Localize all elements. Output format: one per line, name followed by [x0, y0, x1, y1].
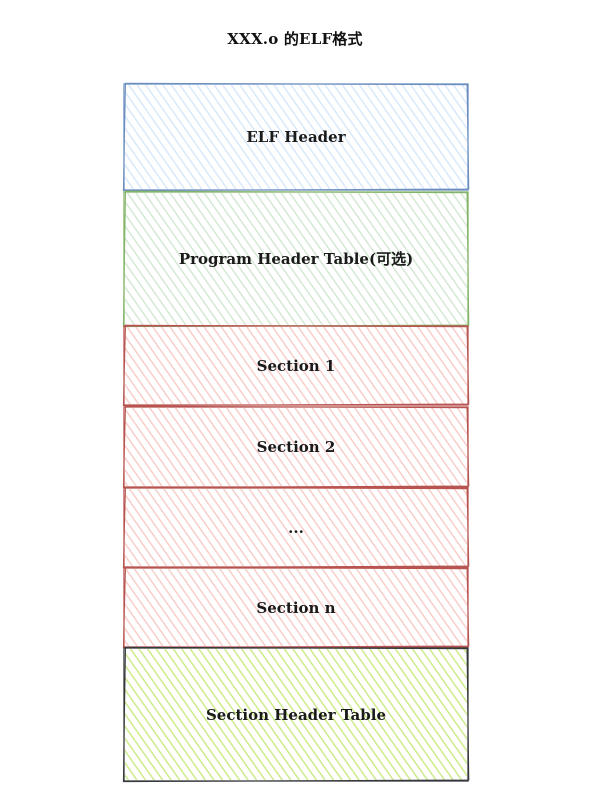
- block-elf-header: [122, 82, 470, 192]
- block-label-program-header-table: Program Header Table(可选): [178, 250, 414, 268]
- block-border-sketch: [122, 486, 470, 569]
- block-fill: [125, 327, 467, 404]
- block-fill: [125, 193, 467, 325]
- block-fill: [125, 569, 467, 646]
- block-section-n: [122, 566, 470, 649]
- block-section-header-table: [122, 646, 470, 783]
- block-border-sketch: [122, 82, 470, 192]
- diagram-title: XXX.o 的ELF格式: [227, 30, 363, 48]
- block-label-section-2: Section 2: [256, 438, 336, 456]
- block-label-elf-header: ELF Header: [246, 128, 346, 146]
- block-label-section-header-table: Section Header Table: [205, 705, 387, 724]
- block-border-sketch: [122, 646, 470, 783]
- block-border-sketch: [122, 324, 470, 407]
- block-border-sketch: [122, 190, 470, 328]
- block-section-ellipsis: [122, 486, 470, 569]
- block-fill: [125, 489, 467, 566]
- block-border-sketch: [122, 566, 470, 649]
- block-section-2: [122, 405, 470, 489]
- block-label-section-ellipsis: ...: [288, 518, 304, 537]
- block-section-1: [122, 324, 470, 407]
- block-label-section-n: Section n: [256, 598, 336, 617]
- block-border-sketch: [122, 405, 470, 489]
- block-fill: [125, 408, 467, 486]
- block-fill: [125, 649, 467, 780]
- block-label-section-1: Section 1: [256, 356, 336, 375]
- block-fill: [125, 85, 467, 189]
